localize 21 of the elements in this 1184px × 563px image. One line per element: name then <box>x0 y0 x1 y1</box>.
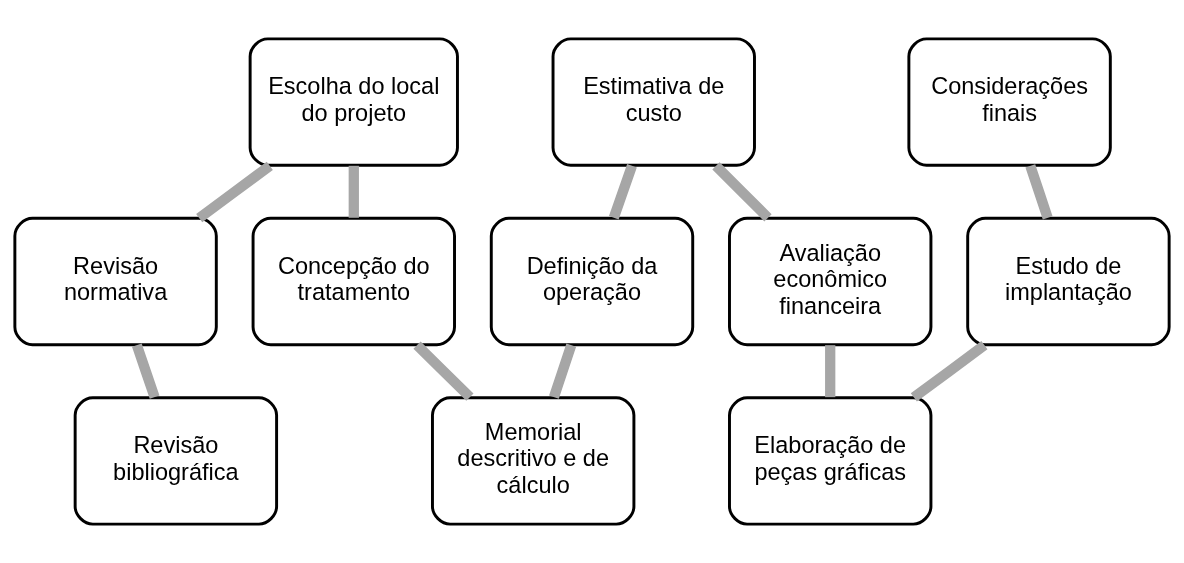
node-box: Escolha do local do projeto <box>248 37 459 167</box>
node-box: Definição da operação <box>489 216 695 347</box>
connector <box>413 341 474 401</box>
connector <box>712 162 772 222</box>
node-box: Estimativa de custo <box>551 37 756 167</box>
node-box: Avaliação econômico financeira <box>728 216 933 347</box>
connector <box>196 161 273 223</box>
node-box: Considerações finais <box>907 37 1112 167</box>
connector <box>825 345 836 398</box>
connector <box>131 343 160 399</box>
node-box: Revisão normativa <box>13 216 218 347</box>
connector <box>1025 164 1053 220</box>
node-box: Concepção do tratamento <box>251 216 456 347</box>
node-box: Memorial descritivo e de cálculo <box>431 396 636 526</box>
node-box: Revisão bibliográfica <box>73 396 279 526</box>
connector <box>910 341 988 402</box>
connector <box>348 165 359 218</box>
connector <box>549 343 577 399</box>
node-box: Elaboração de peças gráficas <box>728 396 933 526</box>
connector <box>608 164 637 220</box>
node-box: Estudo de implantação <box>966 216 1171 347</box>
